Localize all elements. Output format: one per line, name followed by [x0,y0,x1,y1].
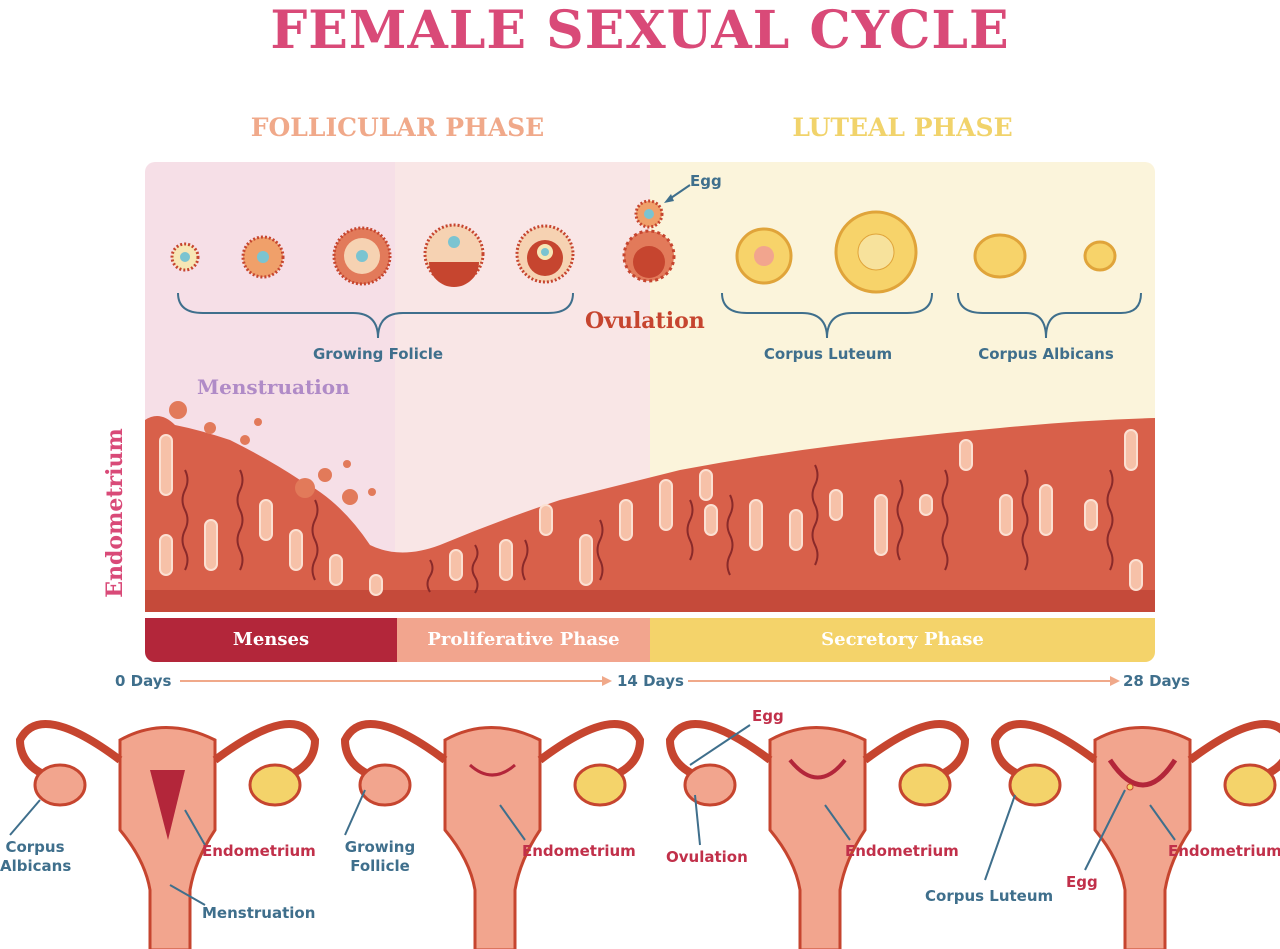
luteal-phase-heading: LUTEAL PHASE [792,113,1013,142]
proliferative-bar [397,618,650,662]
growing-follicle-label: Growing Folicle [312,345,444,363]
secretory-bar-label: Secretory Phase [821,629,984,650]
spiral-arteries [181,464,1114,594]
menses-bar [145,618,397,662]
uterus4-egg: Egg [1066,873,1098,891]
uterus-3 [665,720,970,949]
uterus3-egg: Egg [752,707,784,725]
menstruation-heading: Menstruation [197,375,350,399]
corpus-luteum-label: Corpus Luteum [763,345,893,363]
uterus1-endometrium: Endometrium [202,842,316,860]
uterus1-corpus-albicans: Corpus Albicans [0,838,72,875]
endometrium-axis-label: Endometrium [102,428,128,598]
uterus-diagrams [9,720,1280,949]
menses-bar-label: Menses [232,629,310,650]
egg-label: Egg [690,172,722,190]
day-28-label: 28 Days [1123,672,1190,690]
uterus-4 [984,720,1280,949]
uterus3-ovulation: Ovulation [666,848,748,866]
uterus4-endometrium: Endometrium [1168,842,1280,860]
uterus4-corpus-luteum: Corpus Luteum [925,887,1054,905]
braces [177,292,1142,339]
follicular-phase-heading: FOLLICULAR PHASE [250,113,545,142]
uterus-2 [340,720,645,949]
uterus1-menstruation: Menstruation [202,904,316,922]
uterus2-growing-follicle: Growing Follicle [344,838,416,875]
follicle-stages [170,199,1117,294]
uterus-1 [9,720,320,949]
uterus2-endometrium: Endometrium [522,842,636,860]
endometrium-layer [145,416,1155,612]
uterus3-endometrium: Endometrium [845,842,959,860]
endometrium-base [145,590,1155,612]
proliferative-bar-label: Proliferative Phase [427,629,620,650]
menstruation-debris [169,401,376,505]
page-title: FEMALE SEXUAL CYCLE [270,0,1010,61]
ovulation-label: Ovulation [585,308,705,334]
endometrial-glands [159,429,1143,596]
day-14-label: 14 Days [617,672,684,690]
corpus-albicans-label: Corpus Albicans [978,345,1114,363]
secretory-bar [650,618,1155,662]
day-0-label: 0 Days [115,672,172,690]
